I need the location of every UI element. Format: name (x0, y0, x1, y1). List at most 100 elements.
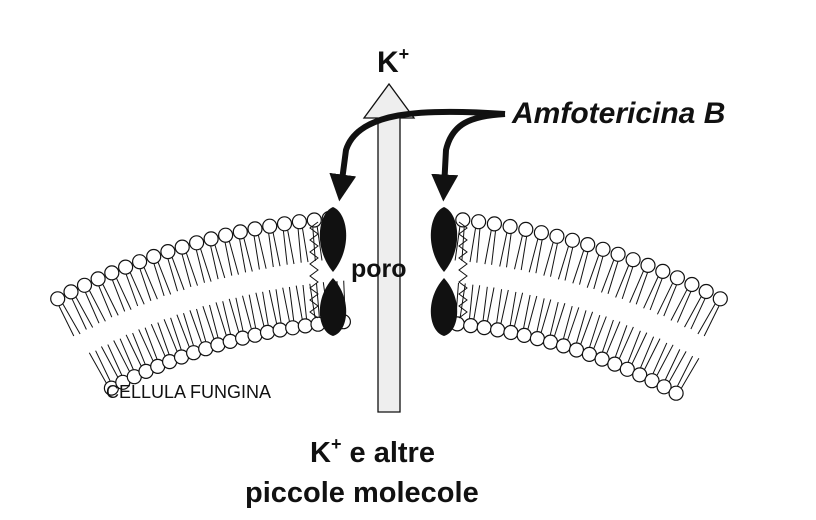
lipid-tail (593, 316, 607, 349)
lipid-tail (302, 228, 309, 263)
lipid-tail (606, 321, 621, 354)
lipid-head (76, 277, 93, 293)
lipid-tail (557, 246, 569, 280)
lipid-head (132, 254, 148, 270)
lipid-tail (601, 260, 615, 293)
lipid-head (117, 259, 134, 275)
lipid-tail (527, 295, 538, 330)
lipid-head (259, 324, 276, 340)
lipid-tail (196, 308, 207, 342)
lipid-tail (107, 344, 123, 376)
lipid-tail (268, 233, 274, 268)
lipid-tail (640, 336, 655, 368)
lipid-tail (275, 289, 282, 323)
drug-arrows (329, 108, 506, 202)
lipid-head (272, 322, 288, 338)
lipid-tail (58, 305, 75, 337)
lipid-tail (253, 236, 260, 270)
lipid-tail (85, 292, 100, 324)
lipid-tail (540, 299, 552, 333)
lipid-head (104, 265, 120, 281)
lipid-tail (496, 289, 503, 323)
lipid-head (203, 231, 219, 247)
lipid-tail (499, 232, 508, 267)
lipid-tail (119, 338, 134, 370)
lipid-tail (248, 294, 257, 328)
lipid-head (644, 373, 660, 389)
lipid-head (218, 227, 234, 243)
lipid-tail (520, 236, 528, 271)
lipid-tail (491, 231, 496, 265)
lipid-tail (139, 268, 152, 301)
lipid-tail (316, 226, 323, 261)
pore-label: poro (351, 255, 407, 283)
lipid-tail (282, 230, 288, 265)
lipid-tail (239, 239, 247, 273)
lipid-tail (132, 332, 146, 365)
lipid-tail (473, 285, 481, 320)
lipid-tail (514, 292, 524, 327)
lipid-head (306, 212, 322, 228)
lipid-tail (635, 272, 648, 305)
lipid-tail (288, 286, 295, 321)
lipid-tail (200, 248, 212, 282)
lipid-tail (484, 230, 492, 265)
lipid-head (232, 224, 248, 240)
lipid-tail (528, 238, 539, 273)
lipid-tail (150, 324, 166, 357)
lipid-tail (618, 326, 634, 359)
lipid-tail (614, 325, 628, 357)
lipid-head (160, 244, 176, 260)
lipid-tail (297, 228, 302, 263)
lipid-tail (670, 289, 688, 321)
lipid-tail (309, 283, 316, 318)
lipid-head (285, 320, 301, 336)
lipid-head (476, 320, 492, 336)
lipid-tail (482, 286, 488, 321)
lipid-head (564, 232, 581, 248)
lipid-head (549, 228, 565, 244)
lipid-tail (668, 351, 687, 382)
lipid-head (222, 333, 238, 349)
lipid-tail (95, 350, 111, 382)
lipid-head (632, 367, 648, 383)
lipid-tail (214, 244, 226, 279)
lipid-head (712, 291, 728, 307)
lipid-tail (125, 274, 139, 307)
lipid-head (503, 324, 519, 341)
lipid-head (542, 334, 559, 350)
lipid-tail (262, 291, 269, 326)
bottom-label-line2: piccole molecole (245, 477, 479, 509)
lipid-head (595, 241, 611, 257)
lipid-tail (112, 280, 126, 312)
lipid-tail (500, 289, 509, 324)
lipid-head (297, 318, 313, 334)
lipid-tail (680, 357, 700, 389)
lipid-tail (572, 250, 585, 284)
lipid-tail (163, 319, 178, 352)
lipid-tail (222, 301, 231, 335)
lipid-tail (100, 346, 119, 378)
lipid-tail (71, 298, 87, 330)
lipid-tail (98, 286, 113, 318)
lipid-head (625, 252, 641, 268)
lipid-tail (215, 302, 227, 336)
lipid-tail (549, 301, 559, 335)
lipid-tail (580, 311, 594, 345)
lipid-tail (579, 251, 589, 285)
lipid-head (455, 212, 471, 228)
lipid-tail (586, 255, 600, 288)
lipid-head (276, 216, 293, 232)
lipid-tail (676, 291, 692, 323)
lipid-tail (257, 235, 267, 269)
pore-molecule-right (430, 207, 468, 336)
lipid-tail (469, 284, 474, 319)
lipid-head (502, 218, 518, 235)
lipid-head (262, 218, 278, 234)
lipid-tail (607, 261, 619, 294)
lipid-tail (157, 322, 170, 355)
lipid-tail (88, 352, 107, 384)
lipid-head (580, 237, 596, 253)
lipid-tail (62, 303, 81, 335)
